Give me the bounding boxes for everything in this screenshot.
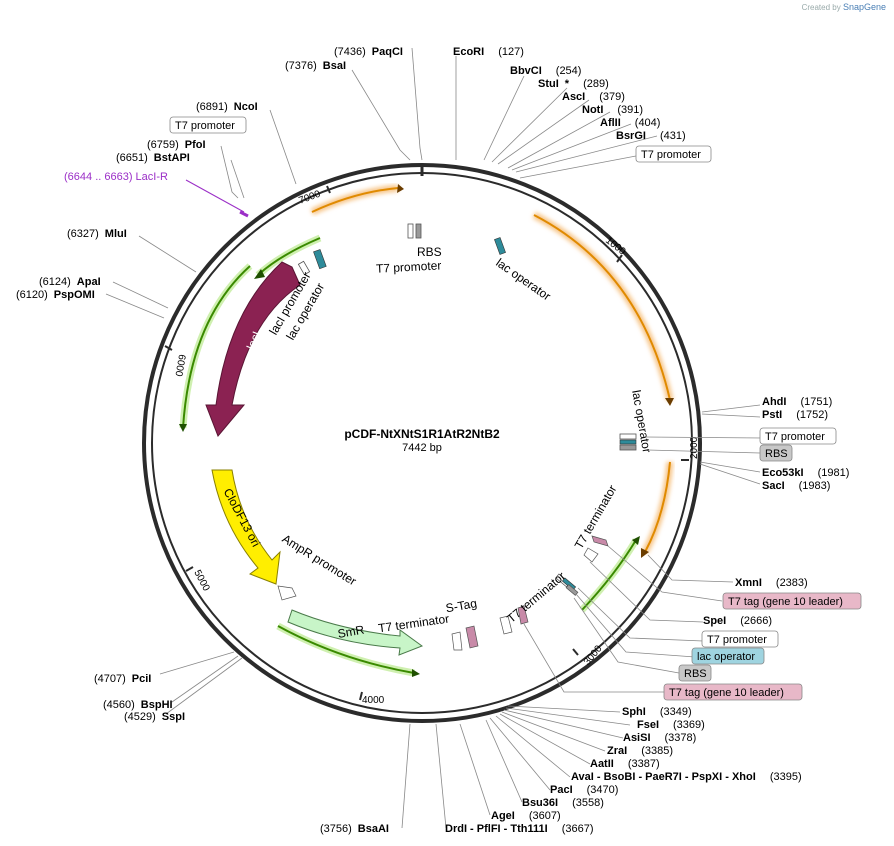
svg-text:BbvCI(254): BbvCI(254)	[510, 65, 581, 77]
svg-text:PacI(3470): PacI(3470)	[550, 784, 618, 796]
svg-text:Bsu36I(3558): Bsu36I(3558)	[522, 797, 604, 809]
leader-lines	[105, 47, 763, 829]
svg-text:T7 promoter: T7 promoter	[641, 149, 701, 161]
svg-text:SacI(1983): SacI(1983)	[762, 480, 830, 492]
smr-feature	[287, 609, 424, 656]
svg-text:PstI(1752): PstI(1752)	[762, 409, 828, 421]
smr-label: SmR	[337, 623, 366, 641]
t7-promoter-top-label: T7 promoter	[376, 258, 442, 275]
svg-text:BsrGI(431): BsrGI(431)	[616, 130, 686, 142]
green-orf-c	[276, 622, 420, 677]
primer-label: (6644 .. 6663) LacI-R	[64, 171, 168, 183]
box-t7-tag-2: T7 tag (gene 10 leader)	[663, 683, 803, 701]
svg-text:(4707)PciI: (4707)PciI	[94, 673, 151, 685]
svg-text:(6651)BstAPI: (6651)BstAPI	[116, 152, 190, 164]
svg-text:RBS: RBS	[765, 448, 788, 460]
svg-text:AgeI(3607): AgeI(3607)	[491, 810, 561, 822]
tick-2000: 2000	[689, 436, 700, 459]
ampr-promoter-label: AmpR promoter	[280, 532, 359, 589]
snapgene-brand: Created by SnapGene	[802, 2, 886, 12]
laci-feature	[205, 261, 301, 437]
plasmid-name: pCDF-NtXNtS1R1AtR2NtB2	[344, 427, 500, 441]
svg-text:T7 promoter: T7 promoter	[707, 634, 767, 646]
box-t7-promoter-4: T7 promoter	[701, 630, 779, 648]
svg-text:T7 promoter: T7 promoter	[175, 120, 235, 132]
svg-text:AatII(3387): AatII(3387)	[590, 758, 660, 770]
svg-text:AflII(404): AflII(404)	[600, 117, 660, 129]
svg-text:(7436)PaqCI: (7436)PaqCI	[334, 46, 403, 58]
svg-text:T7 tag (gene 10 leader): T7 tag (gene 10 leader)	[669, 687, 784, 699]
tick-4000: 4000	[362, 695, 385, 706]
svg-text:RBS: RBS	[684, 668, 707, 680]
laci-label: lacI	[244, 329, 264, 352]
green-orf-b	[179, 263, 253, 432]
svg-text:T7 tag (gene 10 leader): T7 tag (gene 10 leader)	[728, 596, 843, 608]
lac-operator-top-label: lac operator	[493, 256, 553, 304]
enzyme-labels-left: (7436)PaqCI (7376)BsaI (6891)NcoI (6759)…	[16, 46, 403, 835]
svg-text:DrdI - PflFI - Tth111I(3667): DrdI - PflFI - Tth111I(3667)	[445, 823, 593, 835]
svg-text:EcoRI(127): EcoRI(127)	[453, 46, 524, 58]
tick-6000: 6000	[172, 353, 187, 377]
primer-line	[185, 179, 245, 213]
svg-text:SpeI(2666): SpeI(2666)	[703, 615, 772, 627]
box-t7-tag-1: T7 tag (gene 10 leader)	[722, 592, 862, 610]
box-t7-promoter-1: T7 promoter	[169, 116, 247, 134]
svg-text:(6891)NcoI: (6891)NcoI	[196, 101, 258, 113]
green-orf-d	[579, 536, 640, 613]
orange-orf-top	[310, 184, 404, 216]
primer-mark	[239, 210, 249, 218]
svg-text:(6120)PspOMI: (6120)PspOMI	[16, 289, 95, 301]
svg-text:(4529)SspI: (4529)SspI	[124, 711, 185, 723]
svg-text:XmnI(2383): XmnI(2383)	[735, 577, 808, 589]
stag-label: S-Tag	[445, 596, 478, 615]
rbs-top-label: RBS	[417, 245, 442, 259]
svg-text:(6327)MluI: (6327)MluI	[67, 228, 127, 240]
svg-text:AvaI - BsoBI - PaeR7I - PspXI: AvaI - BsoBI - PaeR7I - PspXI - XhoI(339…	[571, 771, 802, 783]
svg-text:(7376)BsaI: (7376)BsaI	[285, 60, 346, 72]
box-t7-promoter-3: T7 promoter	[759, 427, 837, 445]
green-orf-a	[254, 234, 322, 279]
orange-orf-right	[532, 211, 674, 406]
t7-terminator-b-label: T7 terminator	[504, 569, 568, 626]
svg-text:T7 promoter: T7 promoter	[765, 431, 825, 443]
box-lac-operator: lac operator	[691, 647, 765, 665]
boxed-feature-labels: T7 promoter T7 promoter T7 promoter RBS …	[169, 116, 862, 701]
plasmid-size: 7442 bp	[402, 442, 442, 454]
svg-text:NotI(391): NotI(391)	[582, 104, 643, 116]
small-features	[277, 223, 637, 651]
svg-text:(3756)BsaAI: (3756)BsaAI	[320, 823, 389, 835]
clodf13-feature	[211, 469, 281, 585]
svg-text:AhdI(1751): AhdI(1751)	[762, 396, 832, 408]
t7-terminator-c-label: T7 terminator	[377, 612, 450, 636]
box-t7-promoter-2: T7 promoter	[635, 145, 712, 163]
enzyme-labels-right: EcoRI(127) BbvCI(254) StuI*(289) AscI(37…	[445, 46, 849, 835]
box-rbs-2: RBS	[678, 664, 712, 682]
svg-text:AscI(379): AscI(379)	[562, 91, 625, 103]
scale-ticks	[164, 185, 689, 701]
svg-text:(6124)ApaI: (6124)ApaI	[39, 276, 101, 288]
svg-text:Eco53kI(1981): Eco53kI(1981)	[762, 467, 849, 479]
created-by-text: Created by	[801, 3, 841, 12]
svg-text:FseI(3369): FseI(3369)	[637, 719, 705, 731]
orange-orf-right-lower	[641, 461, 674, 558]
snapgene-logo: SnapGene	[842, 2, 886, 12]
svg-text:(4560)BspHI: (4560)BspHI	[103, 699, 173, 711]
svg-text:ZraI(3385): ZraI(3385)	[607, 745, 673, 757]
box-rbs-1: RBS	[759, 444, 793, 462]
svg-text:StuI*(289): StuI*(289)	[538, 78, 609, 90]
svg-text:AsiSI(3378): AsiSI(3378)	[623, 732, 696, 744]
svg-text:(6759)PfoI: (6759)PfoI	[147, 139, 206, 151]
svg-text:SphI(3349): SphI(3349)	[622, 706, 692, 718]
svg-text:lac operator: lac operator	[697, 651, 755, 663]
